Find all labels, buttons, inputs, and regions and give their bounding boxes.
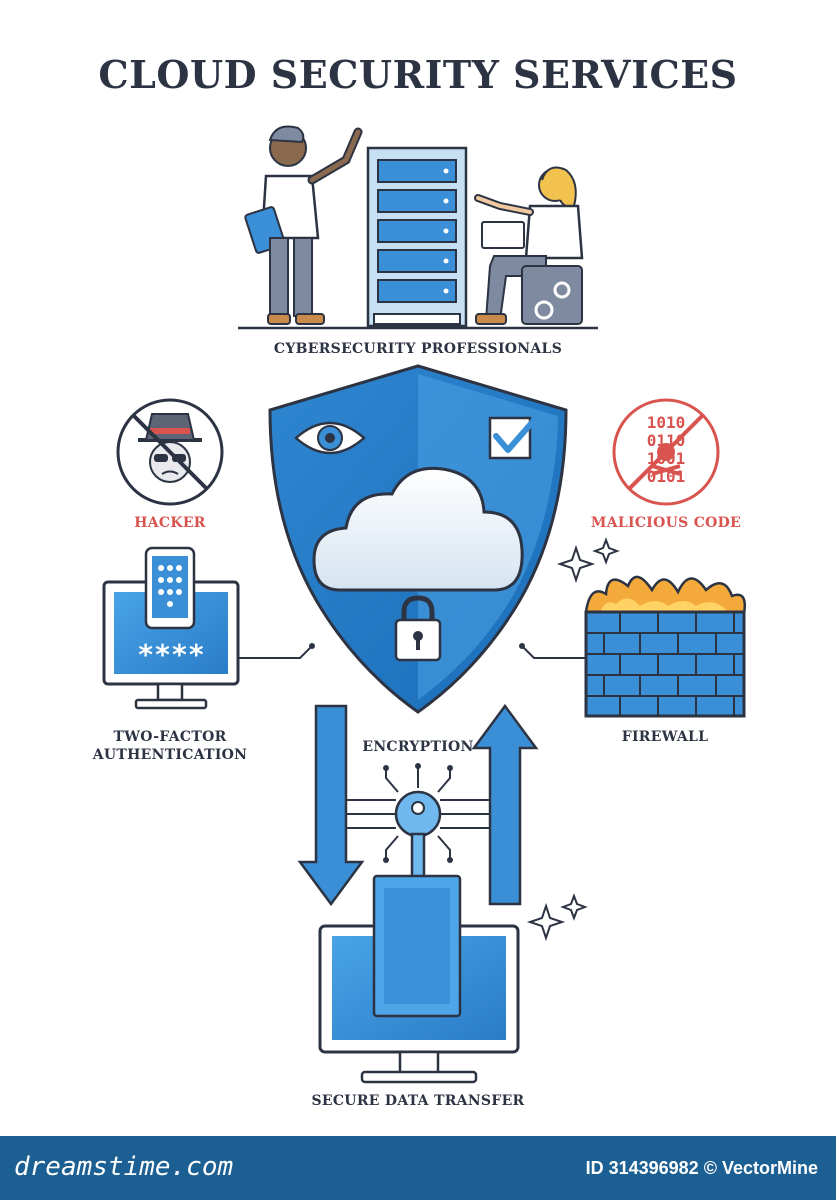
smartphone-icon: [144, 546, 196, 630]
malicious-code-row-2: 0110: [647, 431, 686, 450]
label-two-factor-line-2: AUTHENTICATION: [92, 747, 248, 763]
eye-icon: [294, 421, 366, 455]
desktop-monitor-icon: [318, 874, 588, 1084]
firewall-icon: [556, 537, 746, 718]
document-icon: [372, 874, 462, 1018]
woman-with-laptop-icon: [474, 166, 584, 325]
label-cybersecurity-professionals: CYBERSECURITY PROFESSIONALS: [273, 341, 563, 357]
label-encryption: ENCRYPTION: [362, 739, 474, 755]
server-rack-icon: [366, 146, 468, 328]
footer-site-name: dreamstime.com: [14, 1152, 234, 1182]
label-firewall: FIREWALL: [621, 729, 709, 745]
two-factor-monitor-icon: ****: [102, 546, 240, 710]
malicious-code-row-1: 1010: [647, 413, 686, 432]
password-mask-text: ****: [137, 638, 204, 671]
man-with-tablet-icon: [244, 125, 363, 325]
label-malicious-code: MALICIOUS CODE: [590, 515, 742, 531]
cybersecurity-professionals-illustration: [238, 125, 598, 330]
label-two-factor-line-1: TWO-FACTOR: [113, 729, 227, 745]
upload-arrow-icon: [471, 703, 539, 906]
footer-image-id: ID 314396982 © VectorMine: [585, 1158, 818, 1178]
padlock-icon: [394, 595, 442, 662]
security-shield-icon: [268, 364, 568, 714]
page-title: CLOUD SECURITY SERVICES: [98, 52, 738, 97]
sparkle-icon: [556, 537, 620, 584]
checkbox-icon: [488, 415, 539, 460]
download-arrow-icon: [297, 704, 365, 907]
sparkle-icon: [526, 893, 588, 942]
label-secure-data-transfer: SECURE DATA TRANSFER: [311, 1093, 525, 1109]
hacker-icon: [116, 398, 224, 506]
connector-lines: [238, 643, 586, 659]
label-hacker: HACKER: [134, 515, 206, 531]
flame-icon: [584, 575, 746, 616]
cloud-icon: [312, 466, 524, 592]
footer-bar: dreamstime.com ID 314396982 © VectorMine: [0, 1136, 836, 1200]
